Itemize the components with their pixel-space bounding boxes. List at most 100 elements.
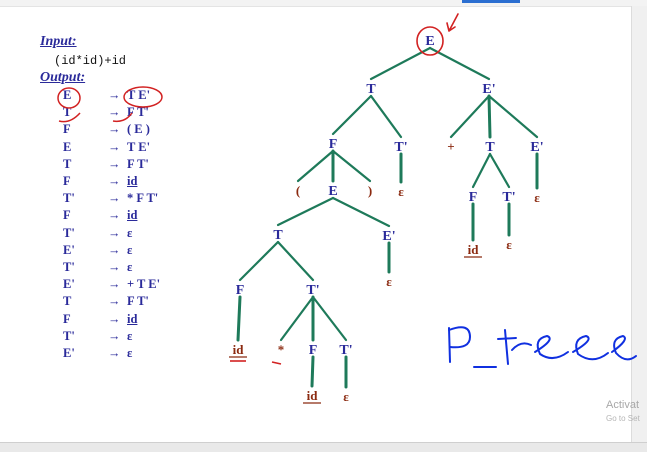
production-lhs: T' <box>63 328 75 343</box>
tree-nonterminal-node: E <box>328 184 337 199</box>
tree-edge <box>236 295 242 342</box>
root-highlight-circle <box>416 26 444 56</box>
tree-nonterminal-node: T <box>273 228 283 243</box>
tree-nonterminal-node: T' <box>339 343 352 358</box>
production-rhs: T E' <box>127 88 151 102</box>
production-rhs: ε <box>127 225 133 240</box>
production-lhs: F <box>63 208 71 223</box>
output-heading: Output: <box>40 70 86 85</box>
tree-terminal-node: id <box>307 388 319 403</box>
tree-edge <box>471 152 492 189</box>
tree-nonterminal-node: T' <box>502 190 515 205</box>
tree-terminal-node: ε <box>343 389 349 404</box>
tree-edge <box>488 152 511 189</box>
production-lhs: E' <box>63 277 75 292</box>
production-arrow: → <box>108 311 121 326</box>
tree-nonterminal-node: T' <box>394 140 407 155</box>
right-scroll-edge[interactable] <box>631 6 647 442</box>
tree-edge <box>369 46 432 81</box>
production-lhs: E <box>63 88 72 102</box>
tree-terminal-node: ε <box>398 184 404 199</box>
production-arrow: → <box>108 156 121 171</box>
production-arrow: → <box>108 294 121 309</box>
production-arrow: → <box>108 208 121 223</box>
tree-edge <box>428 46 491 81</box>
production-lhs-circle <box>57 87 81 109</box>
production-lhs: F <box>63 311 71 326</box>
production-arrow: → <box>108 105 121 120</box>
tree-edge <box>296 149 335 183</box>
tree-terminal-node: + <box>447 139 454 154</box>
production-lhs: E' <box>63 242 75 257</box>
production-arrow: → <box>108 346 121 360</box>
production-arrow: → <box>108 225 121 240</box>
tree-nonterminal-node: E' <box>382 229 395 244</box>
production-lhs: T <box>63 105 72 120</box>
production-lhs: E <box>63 139 72 154</box>
production-rhs: id <box>127 174 138 188</box>
tree-nonterminal-node: F <box>329 137 338 152</box>
tree-terminal-node: ) <box>368 183 372 198</box>
production-rhs: ε <box>127 346 133 360</box>
tree-terminal-node: * <box>278 342 285 357</box>
tree-edge <box>487 94 492 139</box>
production-arrow: → <box>108 139 121 154</box>
tree-edge <box>276 196 335 227</box>
production-arrow: → <box>108 122 121 137</box>
production-tick-mark <box>58 112 81 123</box>
activation-watermark: Activat <box>606 399 640 411</box>
production-arrow: → <box>108 242 121 257</box>
input-heading: Input: <box>40 34 77 49</box>
tree-edge <box>449 94 491 139</box>
tree-edge <box>331 94 373 136</box>
production-rhs: + T E' <box>127 277 161 292</box>
tree-edge <box>238 240 280 282</box>
tree-nonterminal-node: T <box>485 140 495 155</box>
tree-nonterminal-node: F <box>236 283 245 298</box>
tree-nonterminal-node: T <box>366 82 376 97</box>
handwritten-note: P_tree <box>448 326 637 368</box>
tree-root-node: E <box>425 34 434 49</box>
production-lhs: T' <box>63 260 75 274</box>
root-pointer-arrow-icon <box>446 13 459 32</box>
production-lhs: T' <box>63 191 75 206</box>
tree-edge <box>369 94 403 139</box>
production-rhs: id <box>127 208 138 223</box>
production-tick-mark <box>112 112 133 123</box>
production-rhs: ( E ) <box>127 122 150 137</box>
production-arrow: → <box>108 88 121 102</box>
production-rhs: F T' <box>127 105 149 120</box>
production-arrow: → <box>108 277 121 292</box>
tree-nonterminal-node: E' <box>530 140 543 155</box>
production-rhs-circle <box>123 86 163 108</box>
production-lhs: F <box>63 174 71 188</box>
production-lhs: E' <box>63 346 75 360</box>
production-arrow: → <box>108 191 121 206</box>
activation-watermark-sub: Go to Set <box>606 414 640 423</box>
production-rhs: T E' <box>127 139 151 154</box>
tree-edge <box>331 196 391 228</box>
production-lhs: F <box>63 122 71 137</box>
tree-edge <box>487 94 539 139</box>
tree-nonterminal-node: F <box>309 343 318 358</box>
tree-nonterminal-node: E' <box>482 82 495 97</box>
production-rhs: F T' <box>127 294 149 309</box>
production-lhs: T <box>63 294 72 309</box>
tree-terminal-node: id <box>233 342 245 357</box>
production-arrow: → <box>108 174 121 188</box>
tree-nonterminal-node: F <box>469 190 478 205</box>
production-rhs: id <box>127 311 138 326</box>
production-arrow: → <box>108 260 121 274</box>
bottom-edge <box>0 442 647 452</box>
tree-terminal-node: ( <box>296 183 300 198</box>
production-rhs: ε <box>127 260 133 274</box>
tree-edge <box>331 149 372 183</box>
production-lhs: T' <box>63 225 75 240</box>
production-rhs: ε <box>127 328 133 343</box>
top-bar-accent <box>462 0 520 3</box>
tree-terminal-node: ε <box>386 274 392 289</box>
tree-terminal-node: ε <box>534 190 540 205</box>
tree-nonterminal-node: T' <box>306 283 319 298</box>
